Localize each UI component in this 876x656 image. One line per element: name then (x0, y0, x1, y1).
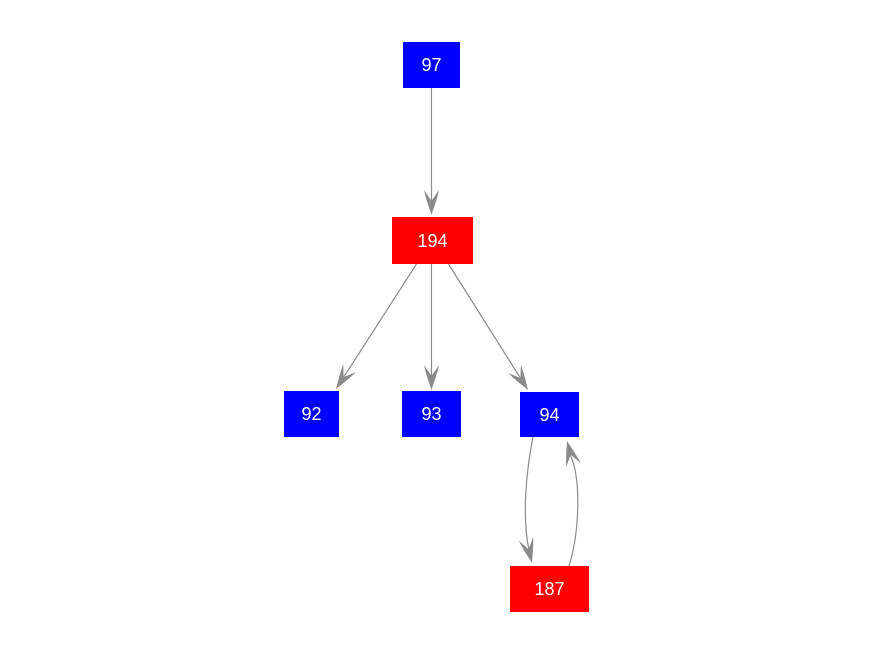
arrowhead-194-92 (329, 363, 356, 394)
graph-node-92: 92 (284, 391, 339, 437)
edge-194-92 (329, 263, 418, 394)
arrowhead-187-94 (559, 439, 581, 468)
edge-187-94 (559, 439, 581, 567)
edge-194-94 (447, 263, 535, 395)
graph-node-97: 97 (403, 42, 460, 88)
graph-node-187: 187 (510, 566, 589, 612)
edge-group (329, 88, 581, 567)
graph-node-94: 94 (520, 392, 579, 437)
edge-194-93 (424, 264, 439, 390)
arrowhead-194-94 (508, 364, 535, 395)
arrowhead-94-187 (518, 536, 540, 565)
graph-node-93: 93 (402, 391, 461, 437)
edge-94-187 (518, 436, 540, 565)
graph-node-194: 194 (392, 217, 473, 264)
edge-97-194 (424, 88, 439, 215)
